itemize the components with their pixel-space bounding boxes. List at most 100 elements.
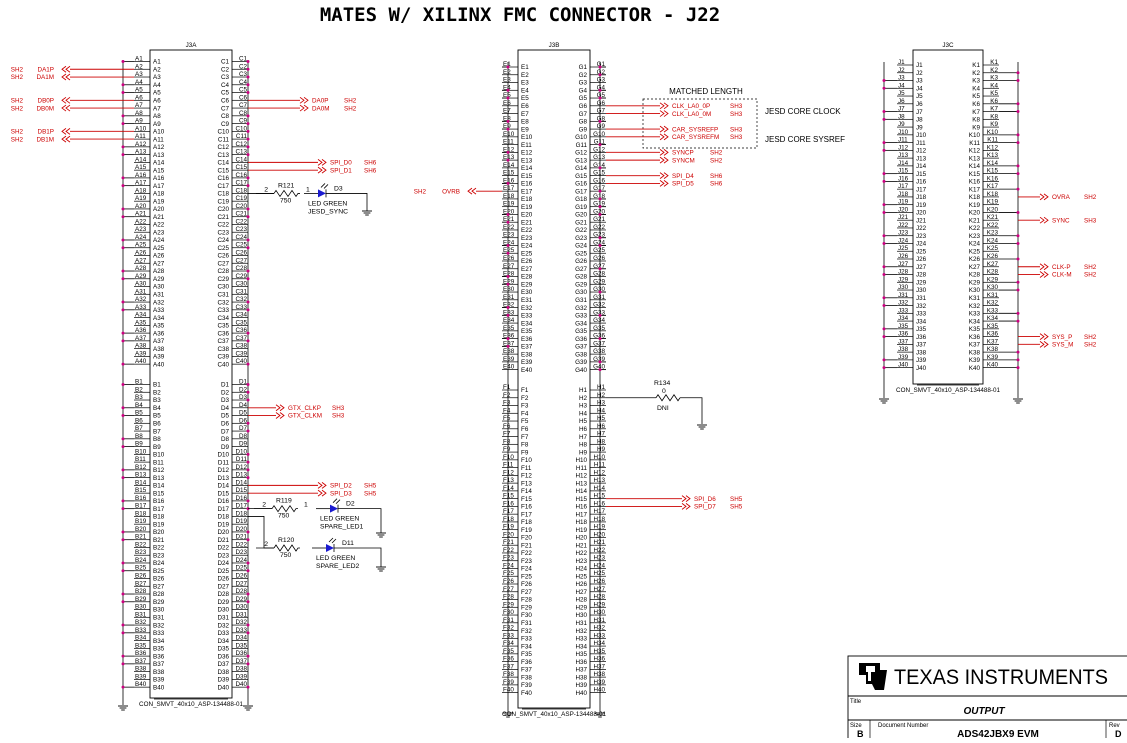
j3b-pin-name: G24 [575, 243, 587, 250]
junction-dot [882, 241, 886, 245]
j3b-pin-name: E31 [521, 297, 533, 304]
j3c-pin-name: J35 [916, 326, 927, 333]
j3a-pin-name: D29 [217, 599, 229, 606]
junction-dot [121, 114, 125, 118]
j3b-pin-name: H25 [575, 573, 587, 580]
sheet-ref: SH5 [364, 483, 377, 490]
j3b-pin-name: F11 [521, 465, 532, 472]
j3a-pin-num: B18 [135, 510, 147, 517]
j3b-pin-num: H15 [593, 493, 605, 500]
jesd-core-sysref-label: JESD CORE SYSREF [765, 135, 845, 144]
j3c-pin-name: K34 [969, 318, 981, 325]
j3b-pin-num: H29 [593, 601, 605, 608]
junction-dot [506, 306, 510, 310]
j3b-pin-name: G8 [579, 119, 588, 126]
j3a-pin-num: A5 [135, 87, 143, 94]
j3b-pin-num: E31 [503, 294, 515, 301]
offpage-arrow-icon [681, 495, 687, 503]
j3b-pin-num: G35 [593, 325, 605, 332]
j3a-pin-num: B28 [135, 588, 147, 595]
j3a-pin-name: C3 [221, 74, 230, 81]
j3b-pin-name: E11 [521, 142, 532, 149]
resistor-icon [273, 189, 300, 198]
j3b-pin-num: E7 [503, 108, 511, 115]
j3b-pin-num: H20 [593, 531, 605, 538]
junction-dot [246, 176, 250, 180]
j3a-pin-name: A21 [153, 214, 165, 221]
j3b-pin-num: G22 [593, 224, 605, 231]
j3a-pin-num: D4 [239, 402, 248, 409]
j3c-pin-name: J2 [916, 70, 923, 77]
j3b-pin-name: G21 [575, 219, 587, 226]
j3c-left-ground-icon [879, 398, 889, 404]
resistor-value: 750 [280, 552, 292, 559]
junction-dot [598, 96, 602, 100]
j3b-pin-name: H26 [575, 581, 587, 588]
j3a-pin-name: C15 [217, 167, 229, 174]
j3c-pin-num: J13 [898, 152, 909, 159]
j3b-pin-num: G28 [593, 271, 605, 278]
j3b-pin-num: H36 [593, 656, 605, 663]
j3a-pin-name: D14 [217, 483, 229, 490]
j3b-pin-name: E13 [521, 157, 533, 164]
j3a-pin-name: B25 [153, 568, 165, 575]
sheet-ref: SH3 [730, 103, 743, 110]
j3c-pin-num: J35 [898, 323, 909, 330]
j3b-pin-num: H24 [593, 562, 605, 569]
j3b-right-ground-icon [595, 712, 605, 718]
j3a-pin-name: C31 [217, 292, 229, 299]
j3b-pin-name: F25 [521, 573, 532, 580]
j3b-pin-name: F27 [521, 589, 532, 596]
led-label: LED GREEN [320, 516, 359, 523]
title-block: TEXAS INSTRUMENTS Title OUTPUT Size B Do… [847, 655, 1127, 743]
offpage-arrow-icon [663, 149, 669, 156]
j3a-pin-name: D16 [217, 498, 229, 505]
j3c-pin-name: J39 [916, 357, 927, 364]
j3a-pin-num: D10 [235, 448, 247, 455]
resistor-icon [271, 504, 298, 513]
j3a-pin-num: D15 [235, 487, 247, 494]
j3c-pin-name: K2 [972, 70, 980, 77]
j3c-pin-name: K12 [969, 148, 981, 155]
junction-dot [506, 150, 510, 154]
j3a-pin-num: A12 [135, 141, 147, 148]
j3c-pin-num: K13 [987, 152, 999, 159]
j3c-pin-num: J18 [898, 191, 909, 198]
j3a-pin-name: C1 [221, 59, 230, 66]
j3b-pin-name: H28 [575, 597, 587, 604]
net-label: SPI_D3 [330, 490, 352, 497]
j3a-pin-name: A38 [153, 346, 165, 353]
junction-dot [246, 592, 250, 596]
junction-dot [246, 631, 250, 635]
j3a-pin-name: B16 [153, 498, 165, 505]
junction-dot [121, 592, 125, 596]
j3a-pin-name: B33 [153, 630, 165, 637]
j3b-pin-num: H33 [593, 632, 605, 639]
j3a-pin-name: A5 [153, 90, 161, 97]
rev-label: Rev [1109, 723, 1120, 729]
net-label: DA1P [38, 66, 54, 73]
j3a-pin-num: D31 [235, 611, 247, 618]
j3a-pin-name: C40 [217, 361, 229, 368]
net-wire [680, 397, 703, 424]
junction-dot [121, 215, 125, 219]
j3b-pin-num: F7 [503, 431, 511, 438]
j3b-pin-name: G25 [575, 250, 587, 257]
j3a-pin-name: B7 [153, 428, 161, 435]
j3b-pin-num: F19 [503, 524, 514, 531]
j3b-pin-num: H32 [593, 625, 605, 632]
j3c-pin-name: J4 [916, 85, 923, 92]
j3b-pin-num: E23 [503, 232, 515, 239]
j3b-pin-name: F31 [521, 620, 532, 627]
j3a-pin-name: A13 [153, 152, 165, 159]
j3b-pin-num: G21 [593, 216, 605, 223]
offpage-arrow-icon [659, 102, 665, 110]
j3b-pin-name: H11 [576, 465, 588, 472]
junction-dot [246, 277, 250, 281]
j3a-pin-num: B33 [135, 627, 147, 634]
j3c-pin-num: K2 [990, 67, 998, 74]
j3b-pin-num: H39 [593, 679, 605, 686]
j3a-pin-num: D39 [235, 673, 247, 680]
j3b-pin-num: E1 [503, 61, 511, 68]
